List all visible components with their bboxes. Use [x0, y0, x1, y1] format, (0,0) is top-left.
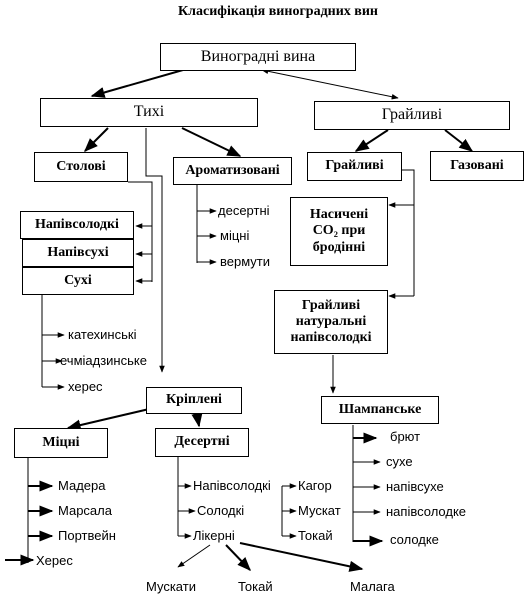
aromatized-type-3: вермути — [220, 254, 271, 269]
arrow-root-sparkling — [261, 68, 399, 100]
arrow-liqueur-3 — [239, 542, 364, 572]
node-natural: Грайливі натуральні напівсолодкі — [274, 290, 388, 354]
arrow-still-aromatized — [181, 127, 242, 157]
arrow-sparkling-carbonated — [444, 129, 474, 152]
dessert-example-2: Мускат — [298, 503, 341, 518]
node-aromatized: Ароматизовані — [173, 157, 292, 185]
arrow-still-table — [84, 127, 109, 152]
liqueur-example-1: Мускати — [146, 579, 196, 594]
diagram-title: Класифікація виноградних вин — [178, 4, 378, 19]
champagne-type-4: напівсолодке — [386, 504, 467, 519]
node-carbonated: Газовані — [430, 151, 524, 181]
strong-example-3: Портвейн — [58, 528, 116, 543]
liqueur-example-2: Токай — [238, 579, 273, 594]
node-sparkling: Грайливі — [314, 101, 510, 130]
table-example-1: катехинські — [68, 327, 137, 342]
node-dessert: Десертні — [155, 428, 249, 457]
arrow-still-fortified — [145, 128, 165, 373]
node-strong: Міцні — [14, 428, 108, 458]
node-still: Тихі — [40, 98, 258, 127]
node-table-dry: Сухі — [22, 267, 134, 295]
aromatized-type-2: міцні — [220, 228, 250, 243]
dessert-example-1: Кагор — [298, 478, 332, 493]
node-table-semidry: Напівсухі — [22, 239, 134, 267]
champagne-type-2: сухе — [386, 454, 413, 469]
aromatized-type-1: десертні — [218, 203, 270, 218]
line-sparkling-trunk — [402, 169, 415, 296]
dessert-type-3: Лікерні — [193, 528, 235, 543]
strong-example-2: Марсала — [58, 503, 112, 518]
node-table: Столові — [34, 152, 128, 182]
line-table-trunk — [128, 181, 153, 282]
arrow-sparkling-sub — [354, 129, 389, 152]
strong-example-1: Мадера — [58, 478, 106, 493]
dessert-example-3: Токай — [298, 528, 333, 543]
node-root: Виноградні вина — [160, 43, 356, 71]
arrow-root-still — [90, 67, 191, 98]
arrow-liqueur-2 — [225, 544, 251, 572]
node-champagne: Шампанське — [321, 396, 439, 424]
table-example-2: ечміадзинське — [60, 353, 147, 368]
champagne-type-5: солодке — [390, 532, 439, 547]
table-example-3: херес — [68, 379, 103, 394]
champagne-type-1: брют — [390, 429, 421, 444]
arrow-fortified-dessert — [191, 412, 203, 428]
dessert-type-2: Солодкі — [197, 503, 245, 518]
arrow-liqueur-1 — [177, 544, 211, 568]
node-table-semisweet: Напівсолодкі — [20, 211, 134, 239]
node-saturated: Насичені СО₂ при бродінні — [290, 197, 388, 266]
node-fortified: Кріплені — [146, 387, 242, 414]
dessert-type-1: Напівсолодкі — [193, 478, 271, 493]
strong-example-4: Херес — [36, 553, 73, 568]
node-sparkling-sub: Грайливі — [307, 152, 402, 181]
champagne-type-3: напівсухе — [386, 479, 444, 494]
liqueur-example-3: Малага — [350, 579, 395, 594]
